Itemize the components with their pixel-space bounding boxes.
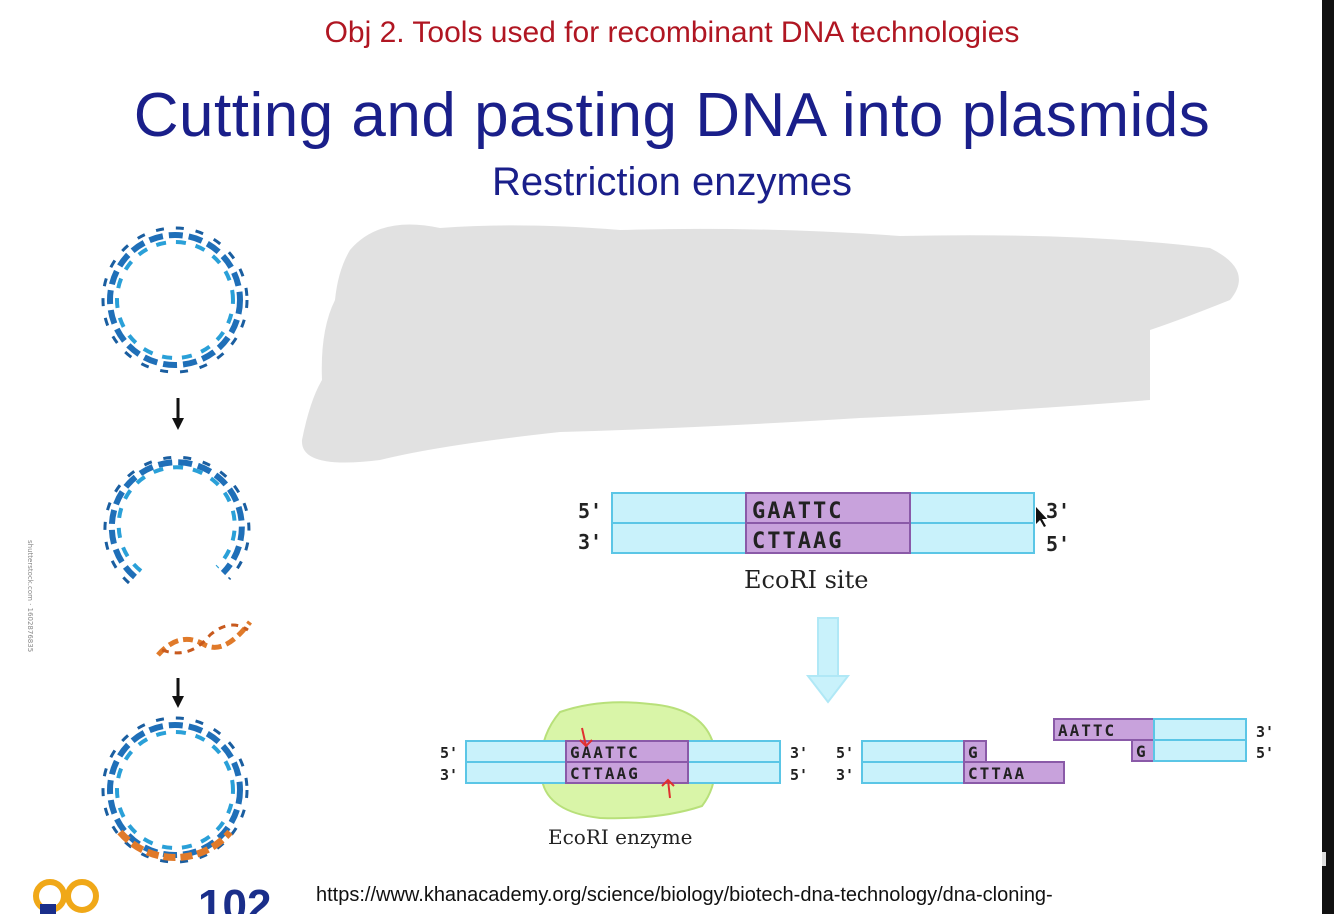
site-top-3-end: 3': [1046, 499, 1070, 523]
fragment-left-bottom-end: 3': [836, 766, 854, 784]
fragment-left-top-overhang: G: [968, 743, 980, 762]
plasmid-cut-icon: [103, 455, 251, 585]
cut-arrow-top-icon: [579, 727, 593, 748]
text-cursor-icon: [1322, 852, 1326, 866]
site-bottom-5-end: 5': [1046, 532, 1070, 556]
enzyme-top-right-end: 3': [790, 744, 808, 762]
site-top-5-end: 5': [578, 499, 602, 523]
slide-title: Cutting and pasting DNA into plasmids: [133, 81, 1211, 150]
course-logo: 102: [33, 879, 271, 914]
enzyme-top-sequence: GAATTC: [570, 743, 640, 762]
fragment-left-bottom-overhang: CTTAA: [968, 764, 1026, 783]
down-arrow-2-icon: [172, 678, 184, 708]
site-top-sequence: GAATTC: [752, 499, 843, 524]
fragment-right-top-overhang: AATTC: [1058, 721, 1116, 740]
enzyme-panel: 5' GAATTC 3' 3' CTTAAG 5' EcoRI enzyme: [440, 701, 808, 849]
cut-arrow-bottom-icon: [661, 778, 675, 799]
dna-insert-icon: [156, 620, 252, 657]
mouse-cursor-icon: [1036, 507, 1047, 527]
site-bottom-3-end: 3': [578, 530, 602, 554]
cut-fragments-panel: 5' 3' G CTTAA AATTC G 3' 5': [836, 718, 1274, 784]
enzyme-label: EcoRI enzyme: [548, 825, 693, 849]
down-arrow-1-icon: [172, 398, 184, 430]
enzyme-bottom-sequence: CTTAAG: [570, 764, 640, 783]
site-label: EcoRI site: [744, 566, 868, 594]
source-link[interactable]: https://www.khanacademy.org/science/biol…: [316, 884, 1053, 906]
process-arrow-icon: [805, 617, 851, 704]
erased-annotation-smudge: [301, 224, 1239, 463]
enzyme-bottom-left-end: 3': [440, 766, 458, 784]
fragment-left-top-end: 5': [836, 744, 854, 762]
fragment-right-top-end: 3': [1256, 723, 1274, 741]
window-edge: [1322, 0, 1334, 914]
fragment-right-bottom-end: 5': [1256, 744, 1274, 762]
ecori-site-diagram: 5' GAATTC 3' 3' CTTAAG 5' EcoRI site: [578, 492, 1070, 594]
plasmid-recombinant-icon: [101, 716, 249, 864]
enzyme-bottom-right-end: 5': [790, 766, 808, 784]
fragment-right-bottom-overhang: G: [1136, 742, 1148, 761]
enzyme-top-left-end: 5': [440, 744, 458, 762]
slide-subtitle: Restriction enzymes: [491, 160, 853, 204]
objective-heading: Obj 2. Tools used for recombinant DNA te…: [324, 16, 1020, 49]
svg-text:102: 102: [198, 881, 271, 914]
plasmid-intact-icon: [101, 226, 249, 374]
site-bottom-sequence: CTTAAG: [752, 529, 843, 554]
